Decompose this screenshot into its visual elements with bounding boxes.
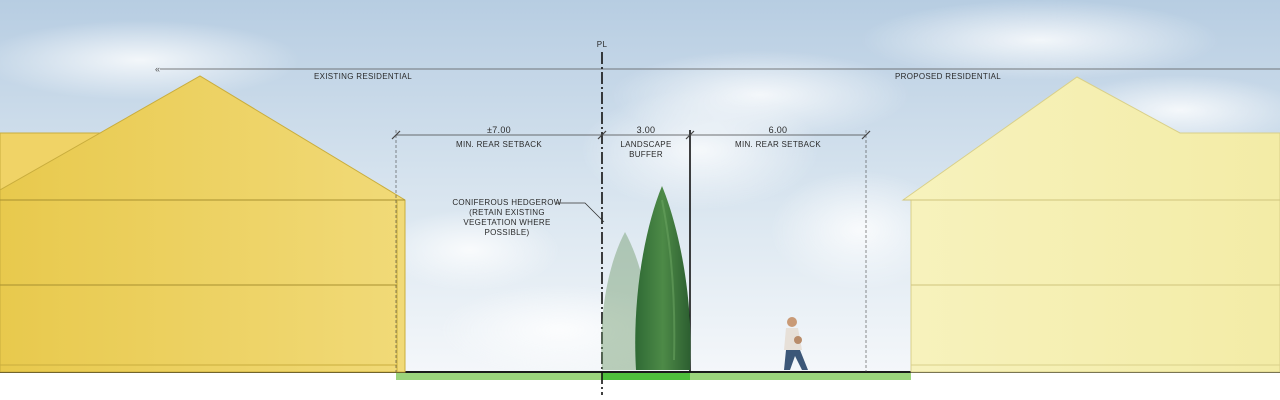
clouds (0, 0, 1280, 375)
zone-line: « (155, 64, 1280, 74)
zone-label-proposed: PROPOSED RESIDENTIAL (894, 72, 1002, 81)
buffer-label-line2: BUFFER (629, 150, 663, 159)
buffer-ground (602, 372, 690, 380)
hedgerow-note: CONIFEROUS HEDGEROW (RETAIN EXISTING VEG… (452, 198, 562, 238)
dimension-line (391, 130, 871, 372)
property-line-label: PL (596, 40, 608, 49)
hedgerow-note-line3: VEGETATION WHERE (463, 218, 551, 227)
left-setback-label: MIN. REAR SETBACK (455, 140, 543, 149)
zone-label-existing: EXISTING RESIDENTIAL (313, 72, 413, 81)
right-setback-label: MIN. REAR SETBACK (734, 140, 822, 149)
person-figure (784, 317, 808, 370)
hedgerow-note-line2: (RETAIN EXISTING (469, 208, 545, 217)
proposed-house (901, 76, 1280, 373)
coniferous-tree (635, 186, 691, 370)
left-setback-value: ±7.00 (487, 125, 511, 135)
hedgerow-note-line1: CONIFEROUS HEDGEROW (452, 198, 562, 207)
svg-text:«: « (155, 64, 160, 74)
hedgerow-note-line4: POSSIBLE) (484, 228, 530, 237)
right-setback-value: 6.00 (768, 125, 788, 135)
buffer-label-line1: LANDSCAPE (620, 140, 672, 149)
annotation-leader (556, 202, 605, 223)
existing-house (0, 75, 406, 373)
buffer-value: 3.00 (636, 125, 656, 135)
